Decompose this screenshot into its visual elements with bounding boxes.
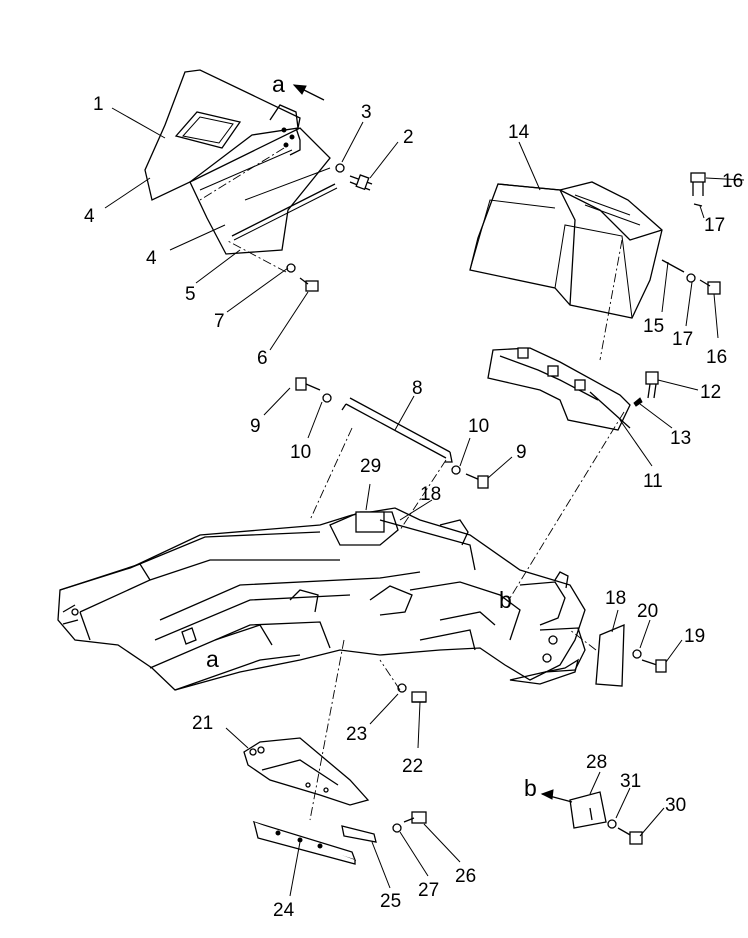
washer-27 (392, 823, 402, 833)
washer-17-upper (693, 203, 703, 207)
view-arrow-a (292, 84, 325, 101)
washer-3 (335, 163, 345, 173)
callout-22: 22 (402, 756, 423, 777)
view-arrow-b (540, 789, 573, 803)
callout-31: 31 (620, 771, 641, 792)
callout-1: 1 (93, 94, 104, 115)
bolt-22 (411, 691, 427, 703)
callout-23: 23 (346, 724, 367, 745)
part-cover-upper-right (469, 181, 663, 319)
callout-30: 30 (665, 795, 686, 816)
washer-10-left (322, 393, 332, 403)
callout-13: 13 (670, 428, 691, 449)
bolt-30 (617, 827, 643, 845)
washer-13 (633, 397, 643, 407)
callout-9: 9 (250, 416, 261, 437)
view-marker-labels: a a b b (206, 71, 537, 801)
callout-27: 27 (418, 880, 439, 901)
part-cover-upper-left (144, 69, 331, 255)
part-bracket-18-right (595, 624, 625, 687)
callout-25: 25 (380, 891, 401, 912)
callout-2: 2 (403, 127, 414, 148)
washer-17-lower (686, 273, 696, 283)
callout-17: 17 (672, 329, 693, 350)
callout-19: 19 (684, 626, 705, 647)
assembly-lines (199, 147, 625, 821)
view-marker-b-bottom: b (524, 775, 537, 801)
callout-7: 7 (214, 311, 225, 332)
callout-10: 10 (290, 442, 311, 463)
callout-3: 3 (361, 102, 372, 123)
part-bracket-11 (487, 347, 631, 431)
callout-5: 5 (185, 284, 196, 305)
part-bar-25 (341, 825, 377, 843)
callout-6: 6 (257, 348, 268, 369)
callout-17: 17 (704, 215, 725, 236)
callout-28: 28 (586, 752, 607, 773)
bolt-16-lower (699, 279, 721, 295)
callout-12: 12 (700, 382, 721, 403)
bolt-6 (299, 277, 319, 292)
callout-9: 9 (516, 442, 527, 463)
part-bracket-28 (569, 791, 607, 829)
bolt-26 (403, 811, 427, 824)
bolt-2 (349, 174, 373, 191)
callout-26: 26 (455, 866, 476, 887)
callout-10: 10 (468, 416, 489, 437)
washer-20 (632, 649, 642, 659)
washer-7 (286, 263, 296, 273)
bolt-9-right (465, 473, 489, 489)
washer-31 (607, 819, 617, 829)
callout-24: 24 (273, 900, 295, 921)
pin-15 (661, 259, 685, 273)
callout-18: 18 (420, 484, 441, 505)
bolt-16-upper (690, 172, 706, 196)
callout-21: 21 (192, 713, 213, 734)
main-frame-assembly (57, 507, 586, 691)
leader-lines (104, 107, 745, 897)
part-plate-21 (243, 737, 370, 806)
view-marker-a-top: a (272, 71, 285, 97)
bolt-9-left (295, 377, 321, 391)
callout-4: 4 (146, 248, 157, 269)
callout-29: 29 (360, 456, 381, 477)
bolt-12 (645, 371, 659, 399)
callout-labels: 1 2 3 4 4 5 6 7 8 9 9 10 10 11 12 13 14 … (84, 94, 743, 921)
callout-15: 15 (643, 316, 664, 337)
view-marker-b-frame: b (499, 587, 512, 613)
callout-8: 8 (412, 378, 423, 399)
part-bar-24 (252, 820, 357, 865)
callout-4: 4 (84, 206, 95, 227)
part-rod-5 (231, 183, 336, 237)
callout-14: 14 (508, 122, 530, 143)
view-marker-a-frame: a (206, 646, 219, 672)
callout-11: 11 (643, 471, 663, 492)
callout-16: 16 (706, 347, 727, 368)
washer-10-right (451, 465, 461, 475)
washer-23 (397, 683, 407, 693)
callout-16: 16 (722, 171, 743, 192)
callout-18: 18 (605, 588, 626, 609)
bolt-19 (641, 659, 667, 673)
part-rod-8 (341, 397, 453, 463)
callout-20: 20 (637, 601, 658, 622)
